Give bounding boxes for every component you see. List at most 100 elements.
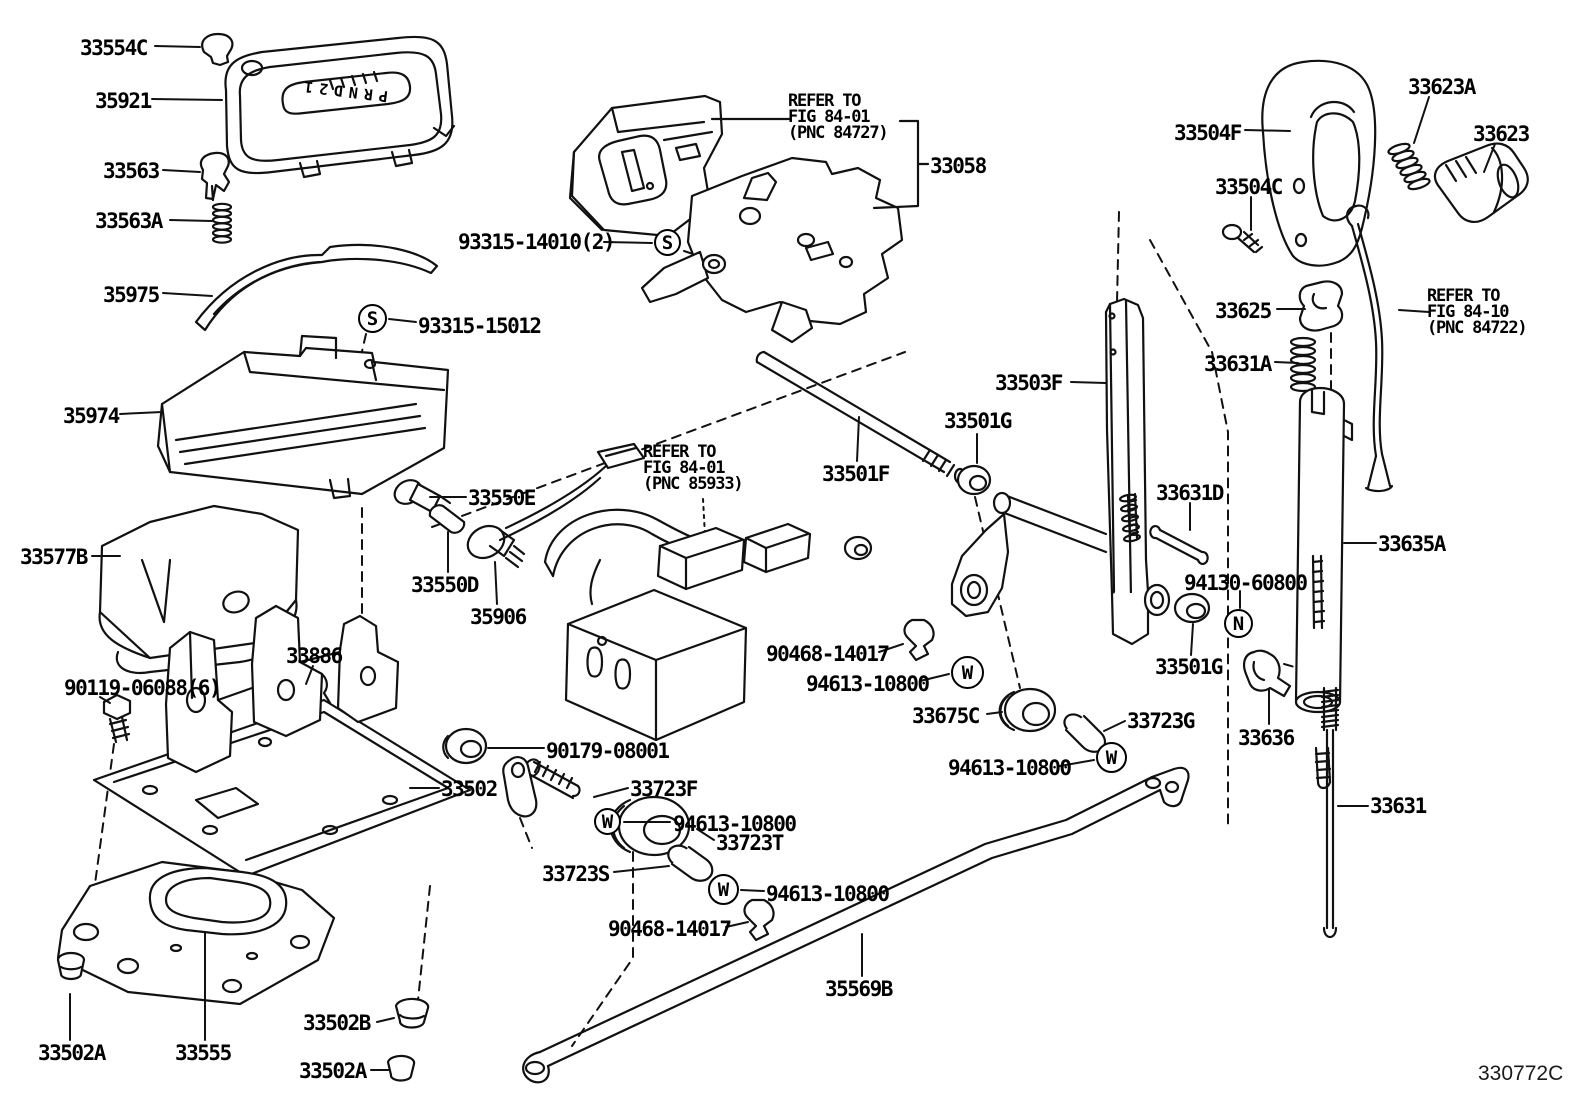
part-label-33502A: 33502A <box>299 1059 367 1083</box>
part-label-33723F: 33723F <box>630 777 698 801</box>
part-label-33504C: 33504C <box>1215 175 1283 199</box>
part-label-33577B: 33577B <box>20 545 88 569</box>
part-label-35569B: 35569B <box>825 977 893 1001</box>
part-label-33501G: 33501G <box>1155 655 1223 679</box>
clip-90468-lower <box>743 898 775 942</box>
part-label-33723T: 33723T <box>716 831 784 855</box>
part-label-94613-10800: 94613-10800 <box>673 812 797 836</box>
part-label-90119-06088(6): 90119-06088(6) <box>64 676 222 700</box>
refer-note-line: REFER TO <box>1427 286 1500 306</box>
part-label-33623A: 33623A <box>1408 75 1476 99</box>
socket-33550e <box>393 479 452 514</box>
clip-33554c <box>201 32 234 67</box>
part-label-33723G: 33723G <box>1127 709 1195 733</box>
bushing-33723s <box>667 844 714 882</box>
refer-note-line: FIG 84-10 <box>1427 302 1510 322</box>
part-label-35975: 35975 <box>103 283 160 307</box>
grommet-94130 <box>1173 592 1211 624</box>
figure-code: 330772C <box>1478 1062 1564 1085</box>
shift-knob-33504f <box>1261 59 1377 267</box>
grommet-33502b <box>394 997 430 1029</box>
refer-note-line: FIG 84-01 <box>788 107 871 127</box>
indicator-bezel-35921 <box>224 35 456 179</box>
ignition-housing <box>568 94 724 238</box>
part-label-33636: 33636 <box>1238 726 1295 750</box>
rod-35569b <box>522 766 1190 1084</box>
refer-note-line: (PNC 85933) <box>643 474 744 494</box>
symbol-circle-W: W <box>951 656 984 689</box>
symbol-circle-S: S <box>358 304 387 333</box>
part-label-33723S: 33723S <box>542 862 610 886</box>
part-label-94613-10800: 94613-10800 <box>766 882 890 906</box>
grommet-small-mid <box>843 535 873 561</box>
part-label-90468-14017: 90468-14017 <box>608 917 732 941</box>
part-label-33631A: 33631A <box>1204 352 1272 376</box>
grommet-33501g-upper <box>956 464 992 496</box>
symbol-circle-N: N <box>1224 609 1253 638</box>
trim-35975 <box>194 243 439 332</box>
part-label-33502: 33502 <box>441 777 498 801</box>
pawl-33625 <box>1298 280 1344 332</box>
clip-90468-upper <box>903 618 935 662</box>
grommet-33502a-right <box>386 1054 416 1082</box>
part-label-33504F: 33504F <box>1174 121 1242 145</box>
spring-33631a <box>1289 336 1317 393</box>
part-label-90179-08001: 90179-08001 <box>546 739 670 763</box>
part-label-35921: 35921 <box>95 89 152 113</box>
part-label-33501G: 33501G <box>944 409 1012 433</box>
housing-35974 <box>156 334 450 500</box>
part-label-33625: 33625 <box>1215 299 1272 323</box>
spring-small-33631d <box>1119 493 1141 543</box>
part-label-33563: 33563 <box>103 159 160 183</box>
base-plate-33555 <box>56 860 336 1006</box>
part-label-33502A: 33502A <box>38 1041 106 1065</box>
rod-33631 <box>1320 686 1340 939</box>
callout-bracket-33058 <box>710 117 930 210</box>
part-label-33563A: 33563A <box>95 209 163 233</box>
part-label-33631: 33631 <box>1370 794 1427 818</box>
harness-85933 <box>543 508 812 742</box>
screw-33504c <box>1221 223 1264 254</box>
button-33623 <box>1433 142 1529 223</box>
part-label-33623: 33623 <box>1473 122 1530 146</box>
switch-35906 <box>466 442 646 569</box>
part-label-33886: 33886 <box>286 644 343 668</box>
symbol-circle-W: W <box>708 874 739 905</box>
refer-note-line: REFER TO <box>643 442 716 462</box>
bolt-90119 <box>102 693 132 744</box>
part-label-94613-10800: 94613-10800 <box>806 672 930 696</box>
symbol-circle-S: S <box>654 229 681 256</box>
part-label-33501F: 33501F <box>822 462 890 486</box>
part-label-35906: 35906 <box>470 605 527 629</box>
part-label-33503F: 33503F <box>995 371 1063 395</box>
grommet-90179 <box>442 727 488 765</box>
cable-84722 <box>1346 204 1394 493</box>
spring-33623a <box>1387 142 1431 191</box>
part-label-94613-10800: 94613-10800 <box>948 756 1072 780</box>
interlock-bracket <box>640 156 904 344</box>
part-label-33058: 33058 <box>930 154 987 178</box>
boot-33577b <box>98 504 300 675</box>
pin-33631d <box>1149 524 1209 566</box>
symbol-circle-W: W <box>1096 742 1127 773</box>
symbol-circle-W: W <box>594 808 621 835</box>
grommet-33675c <box>998 687 1057 733</box>
link-arm-33502 <box>502 756 538 818</box>
part-label-33675C: 33675C <box>912 704 980 728</box>
refer-note-line: REFER TO <box>788 91 861 111</box>
part-label-90468-14017: 90468-14017 <box>766 642 890 666</box>
part-label-33550D: 33550D <box>411 573 479 597</box>
bushing-33723g <box>1063 713 1107 753</box>
part-label-35974: 35974 <box>63 404 120 428</box>
bracket-assembly-33502 <box>92 604 472 878</box>
part-label-33502B: 33502B <box>303 1011 371 1035</box>
leader-lines <box>69 45 1496 1071</box>
part-label-33631D: 33631D <box>1156 481 1224 505</box>
refer-note-line: (PNC 84722) <box>1427 318 1528 338</box>
part-label-93315-14010(2): 93315-14010(2) <box>458 230 616 254</box>
